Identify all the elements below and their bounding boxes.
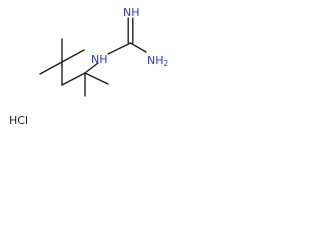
amine-nitrogen-label: NH <box>91 53 108 66</box>
amino-group-label: NH2 <box>147 54 169 68</box>
imine-nitrogen-label: NH <box>123 6 140 19</box>
tert-butyl-methyl-left-bond <box>39 61 63 75</box>
hydrochloride-salt-label: HCl <box>9 114 28 127</box>
amino-group-main-label: NH <box>147 54 164 67</box>
amidine-c-n-bond <box>129 42 147 53</box>
tert-butyl-methyl-right-bond <box>61 49 85 63</box>
central-c-nh-bond <box>107 42 132 55</box>
amino-group-subscript: 2 <box>164 59 169 68</box>
quaternary-carbon-methyl-right-bond <box>84 72 109 85</box>
quaternary-carbon-to-methylene-bond <box>61 72 86 86</box>
nh-to-quaternary-carbon-bond <box>84 62 99 74</box>
chemical-structure-diagram: NH NH NH2 HCl <box>9 6 169 127</box>
